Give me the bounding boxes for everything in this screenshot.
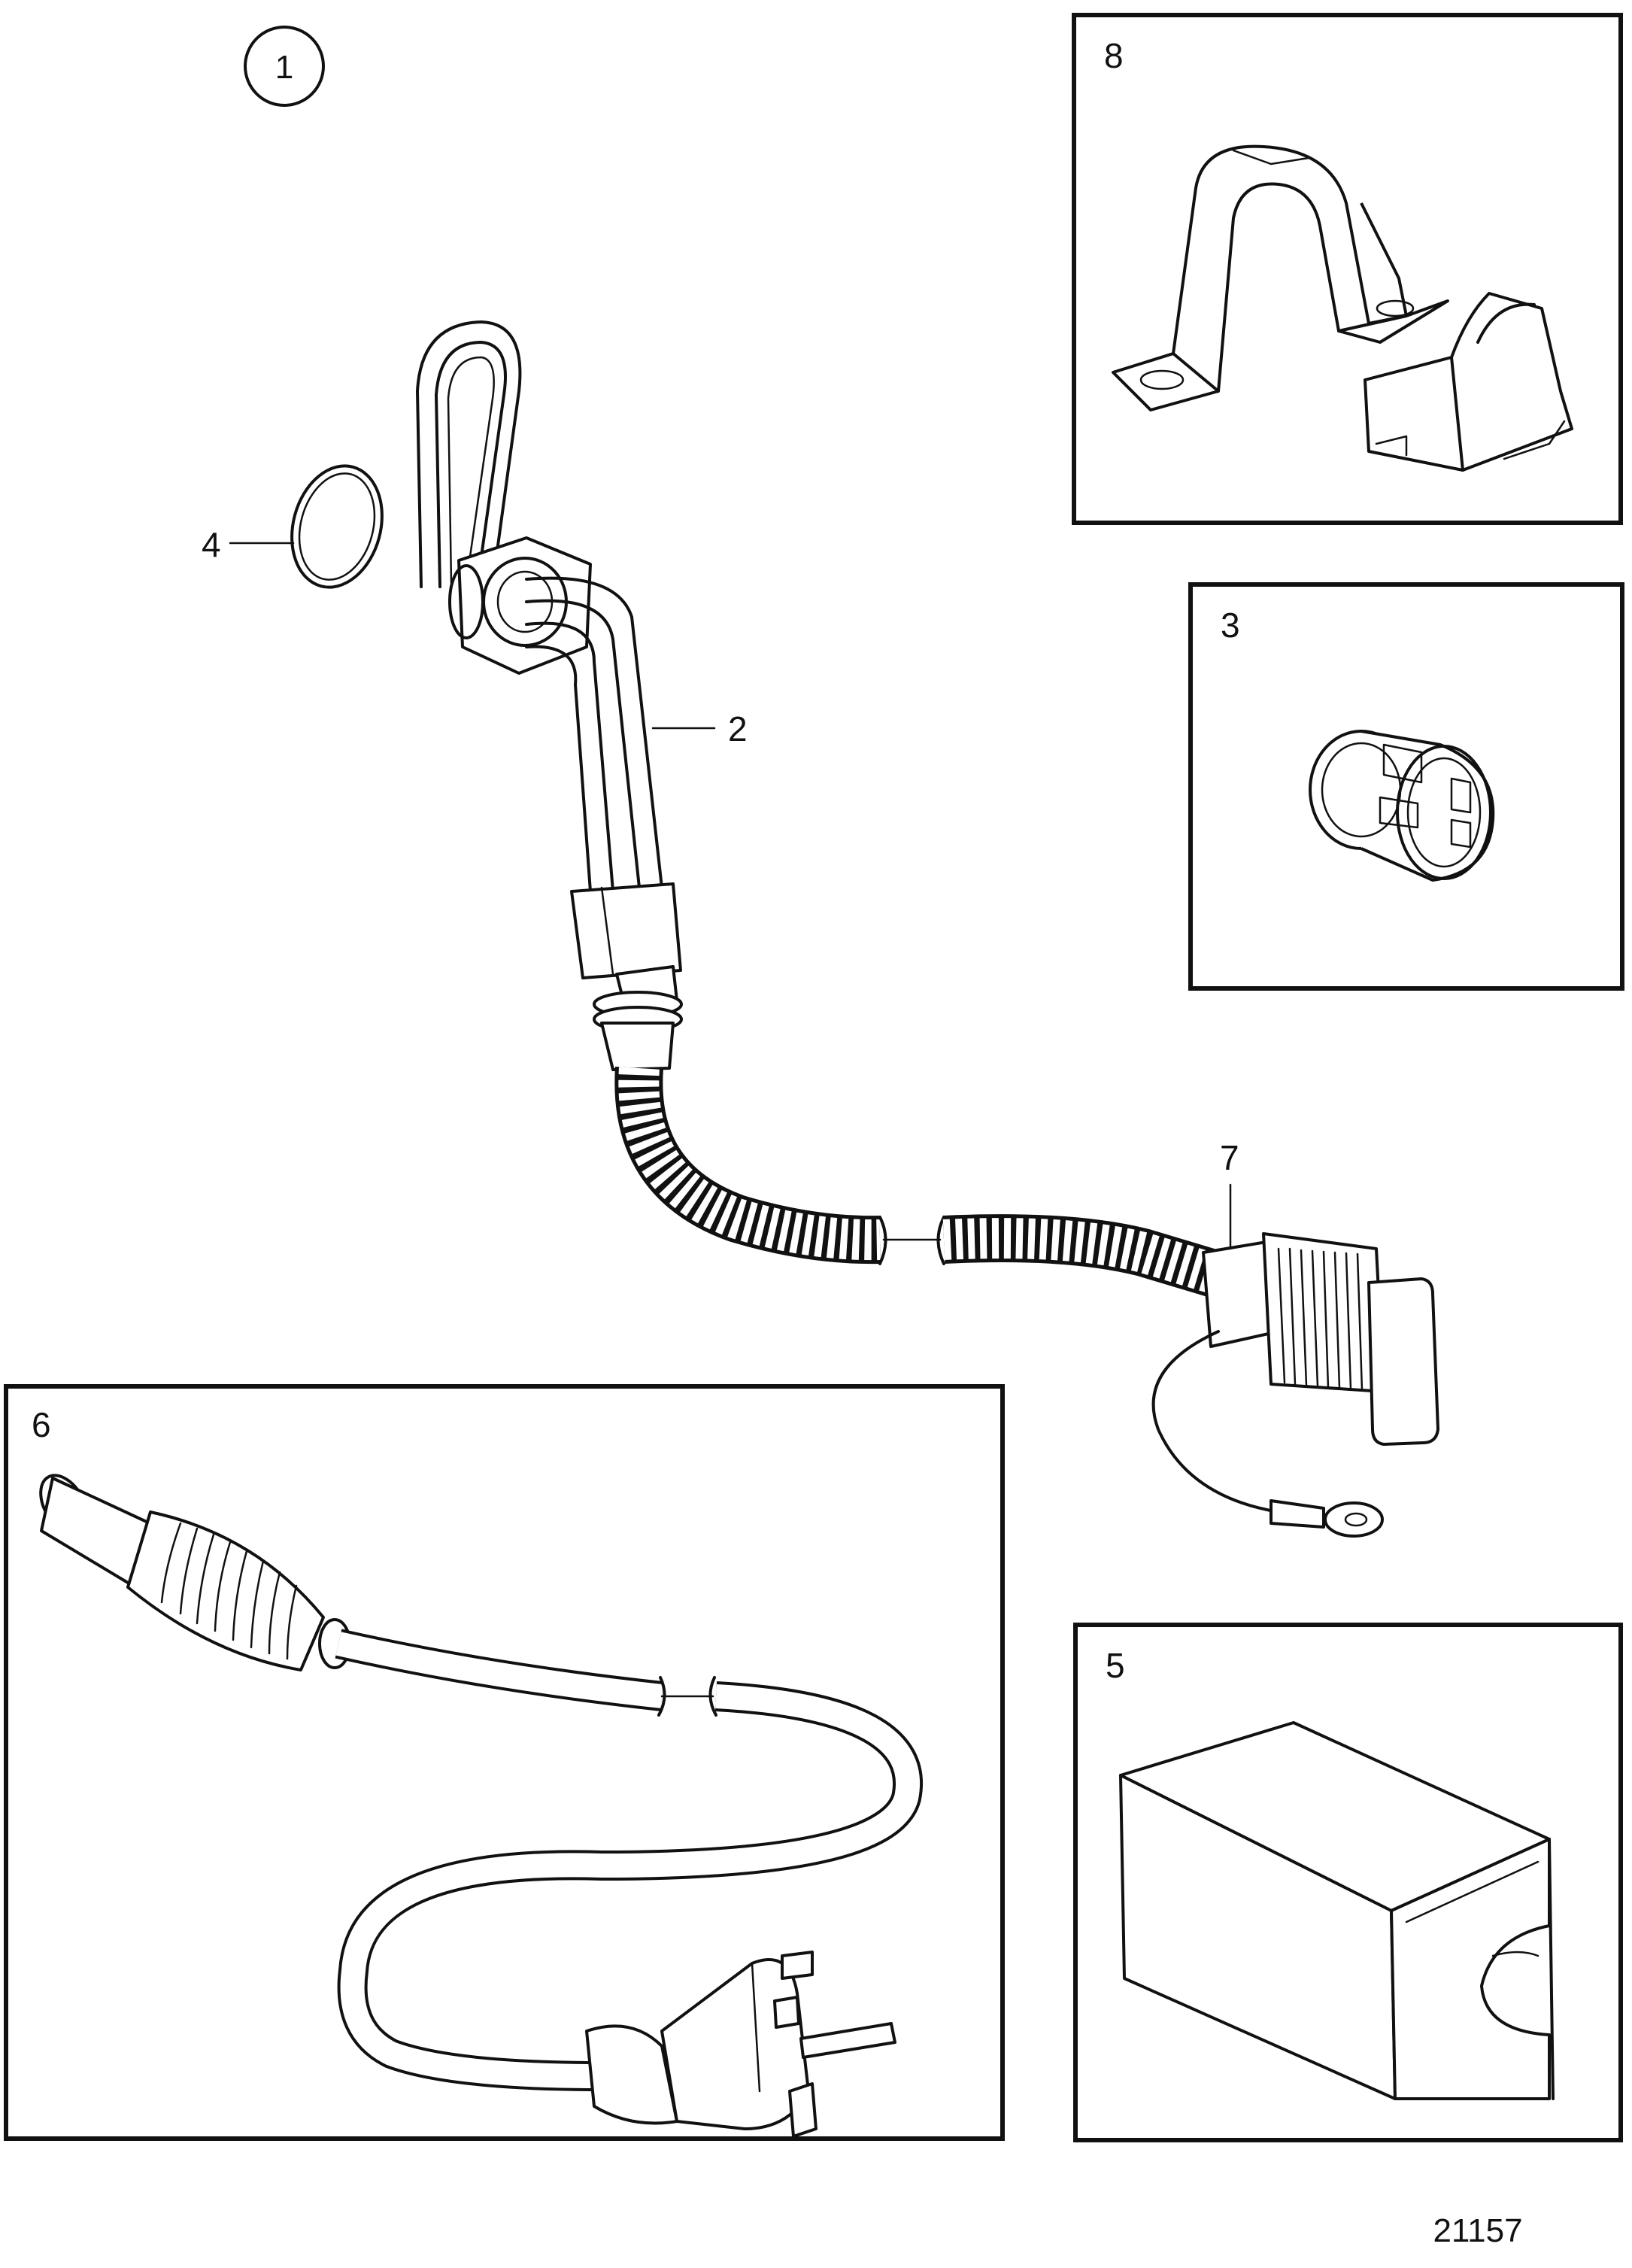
- corrugated-hose-left: [614, 1066, 881, 1265]
- label-cable-with-plug: 6: [32, 1405, 51, 1444]
- cover-box-panel: 5: [1073, 1623, 1623, 2142]
- label-cover-box: 5: [1106, 1646, 1125, 1685]
- label-o-ring: 4: [202, 525, 221, 564]
- label-socket: 7: [1220, 1138, 1239, 1177]
- o-ring-drawing: [290, 464, 384, 589]
- main-callout: 1: [244, 26, 325, 107]
- corrugated-hose-right: [942, 1214, 1226, 1298]
- hose-break: [878, 1216, 945, 1265]
- clamp-panel: 8: [1072, 13, 1623, 525]
- sleeve-panel: 3: [1188, 582, 1624, 991]
- cable-plug-panel: 6: [4, 1384, 1005, 2141]
- label-clamp: 8: [1104, 36, 1124, 75]
- drawing-number: 21157: [1433, 2212, 1522, 2249]
- heater-element-drawing: [416, 320, 683, 1071]
- label-sleeve: 3: [1221, 606, 1240, 645]
- label-heater-element: 2: [728, 709, 748, 748]
- socket-drawing: [1151, 1232, 1439, 1538]
- main-callout-number: 1: [275, 49, 293, 86]
